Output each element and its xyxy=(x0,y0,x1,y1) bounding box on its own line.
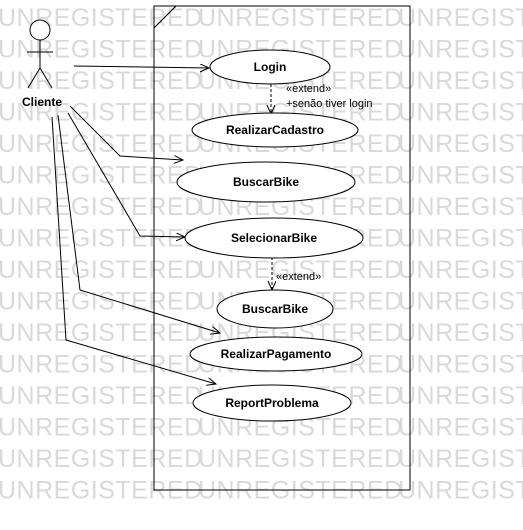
actor-name: Cliente xyxy=(22,95,62,109)
extend-note-1: +senão tiver login xyxy=(286,98,373,110)
watermark-text: UNREGISTERED xyxy=(398,319,523,347)
watermark-text: UNREGISTERED xyxy=(398,193,523,221)
watermark-text: UNREGISTERED xyxy=(0,256,203,284)
watermark-text: UNREGISTERED xyxy=(398,351,523,379)
use-case-buscar-bike-extend[interactable]: BuscarBike xyxy=(216,289,334,329)
use-case-label: BuscarBike xyxy=(242,302,308,316)
boundary-fold-line xyxy=(153,5,177,29)
watermark-text: UNREGISTERED xyxy=(0,351,203,379)
watermark-text: UNREGISTERED xyxy=(398,477,523,505)
use-case-buscar-bike[interactable]: BuscarBike xyxy=(176,161,356,203)
use-case-label: RealizarCadastro xyxy=(226,123,324,137)
association-report-problema xyxy=(51,116,216,384)
watermark-text: UNREGISTERED xyxy=(0,445,203,473)
watermark-text: UNREGISTERED xyxy=(0,36,203,64)
use-case-label: RealizarPagamento xyxy=(221,347,332,361)
watermark-text: UNREGISTERED xyxy=(398,130,523,158)
watermark-text: UNREGISTERED xyxy=(0,162,203,190)
association-login xyxy=(73,66,209,68)
watermark-text: UNREGISTERED xyxy=(0,288,203,316)
association-selecionar-bike xyxy=(67,112,185,237)
associations xyxy=(51,66,220,384)
watermark-text: UNREGISTERED xyxy=(0,319,203,347)
watermark-text: UNREGISTERED xyxy=(398,382,523,410)
watermark-text: UNREGISTERED xyxy=(398,445,523,473)
use-case-selecionar-bike[interactable]: SelecionarBike xyxy=(184,217,364,259)
use-case-login[interactable]: Login xyxy=(209,49,331,85)
watermark-text: UNREGISTERED xyxy=(0,67,203,95)
watermark-text: UNREGISTERED xyxy=(398,162,523,190)
watermark-text: UNREGISTERED xyxy=(198,445,403,473)
watermark-text: UNREGISTERED xyxy=(0,382,203,410)
watermark-text: UNREGISTERED xyxy=(0,414,203,442)
use-case-label: SelecionarBike xyxy=(231,231,317,245)
watermark-text: UNREGISTERED xyxy=(0,193,203,221)
watermark-text: UNREGISTERED xyxy=(198,4,403,32)
watermark-text: UNREGISTERED xyxy=(398,67,523,95)
watermark-text: UNREGISTERED xyxy=(0,225,203,253)
actor-head xyxy=(29,19,51,41)
extend-label-2: «extend» xyxy=(276,271,321,283)
association-realizar-cadastro xyxy=(69,105,183,160)
actor-right-leg xyxy=(39,67,53,89)
association-realizar-pagamento xyxy=(57,114,220,333)
extend-label-1: «extend» xyxy=(286,83,331,95)
watermark-text: UNREGISTERED xyxy=(398,288,523,316)
use-case-label: BuscarBike xyxy=(233,175,299,189)
watermark-text: UNREGISTERED xyxy=(0,130,203,158)
watermark-text: UNREGISTERED xyxy=(398,4,523,32)
watermark-text: UNREGISTERED xyxy=(398,256,523,284)
use-case-realizar-cadastro[interactable]: RealizarCadastro xyxy=(191,112,359,148)
watermark-text: UNREGISTERED xyxy=(398,225,523,253)
use-case-realizar-pagamento[interactable]: RealizarPagamento xyxy=(189,336,363,372)
use-case-label: ReportProblema xyxy=(225,396,319,410)
system-boundary xyxy=(153,5,411,491)
watermark-text: UNREGISTERED xyxy=(398,36,523,64)
watermark-text: UNREGISTERED xyxy=(398,414,523,442)
actor-left-leg xyxy=(27,67,41,89)
watermark-text: UNREGISTERED xyxy=(198,256,403,284)
use-case-label: Login xyxy=(254,60,287,74)
actor-cliente[interactable]: Cliente xyxy=(22,19,62,109)
watermark-text: UNREGISTERED xyxy=(398,99,523,127)
watermark-text: UNREGISTERED xyxy=(0,99,203,127)
use-case-report-problema[interactable]: ReportProblema xyxy=(192,384,352,422)
